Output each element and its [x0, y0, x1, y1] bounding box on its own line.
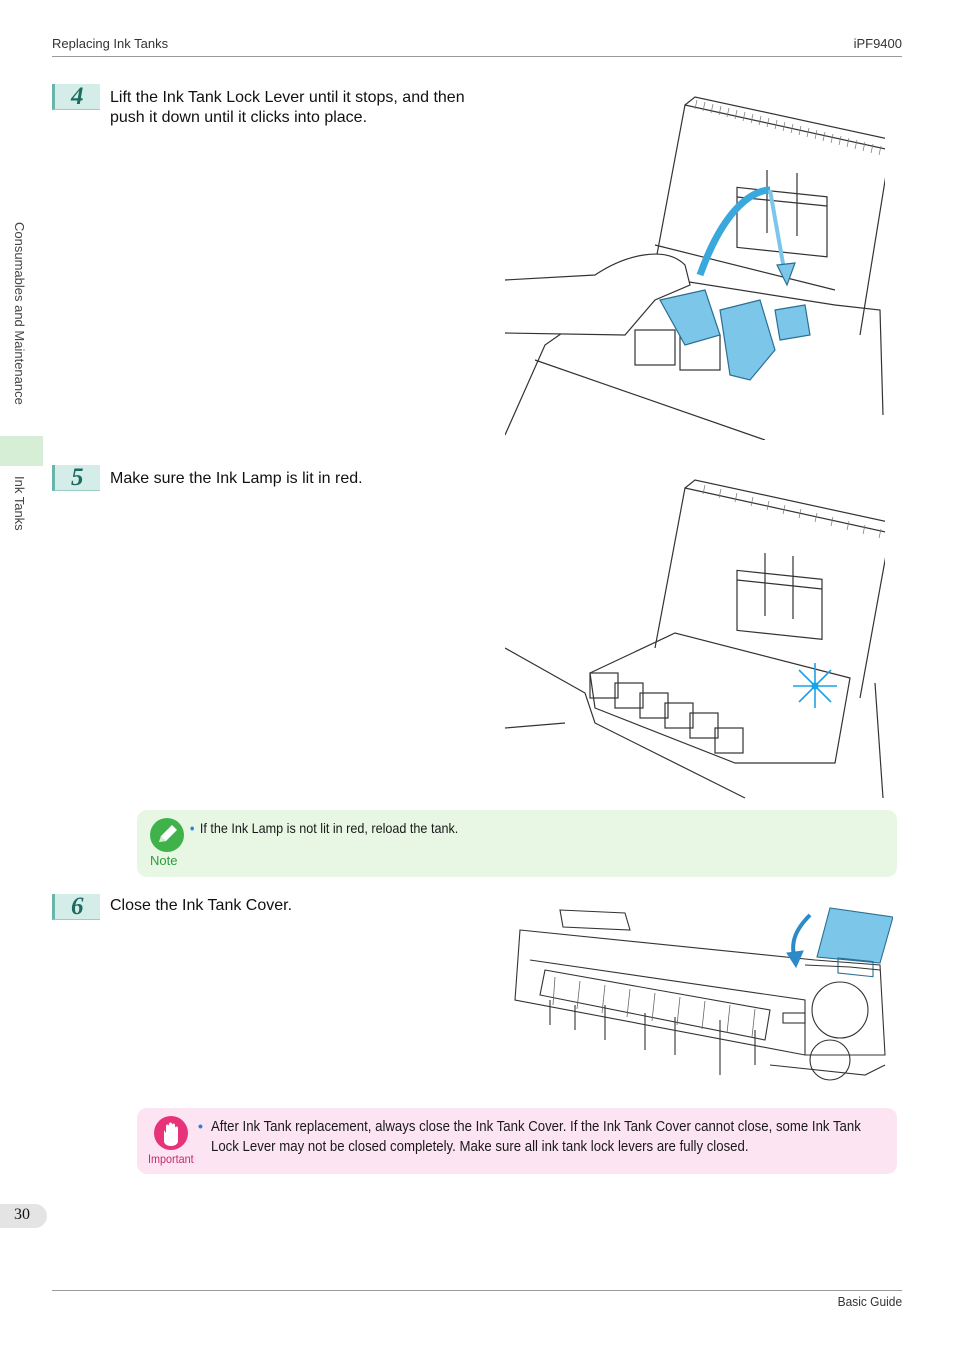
side-tab-highlight: [0, 436, 43, 466]
note-bullet: •If the Ink Lamp is not lit in red, relo…: [190, 820, 458, 836]
page-number-tab: 30: [0, 1204, 47, 1228]
header-section-title: Replacing Ink Tanks: [52, 36, 169, 51]
note-bullet-text: If the Ink Lamp is not lit in red, reloa…: [199, 820, 459, 836]
note-label: Note: [150, 853, 178, 868]
footer-guide-name: Basic Guide: [837, 1294, 902, 1309]
bullet-icon: •: [190, 820, 195, 836]
note-box: [137, 810, 897, 877]
side-tab-section[interactable]: Ink Tanks: [12, 476, 27, 531]
important-bullet-text: After Ink Tank replacement, always close…: [211, 1118, 861, 1155]
header-model: iPF9400: [853, 36, 902, 51]
hand-stop-icon: [154, 1116, 188, 1150]
step-4-number: 4: [71, 83, 84, 110]
step-4-text: Lift the Ink Tank Lock Lever until it st…: [110, 89, 465, 126]
lock-lever-illustration: [505, 96, 885, 440]
step-5-badge: 5: [52, 464, 100, 491]
ink-lamp-illustration: [505, 479, 885, 799]
side-tab-category[interactable]: Consumables and Maintenance: [12, 222, 27, 405]
important-label: Important: [148, 1152, 194, 1166]
pencil-icon: [150, 818, 184, 852]
bullet-icon: •: [198, 1118, 203, 1134]
page-number: 30: [14, 1206, 30, 1223]
step-5-text: Make sure the Ink Lamp is lit in red.: [110, 470, 363, 487]
footer-divider: [52, 1290, 902, 1291]
printer-cover-illustration: [514, 907, 893, 1081]
step-4-badge: 4: [52, 83, 100, 110]
step-6-number: 6: [71, 893, 84, 920]
step-5-number: 5: [71, 464, 84, 491]
header-divider: [52, 56, 902, 57]
important-box: [137, 1108, 897, 1174]
step-6-badge: 6: [52, 893, 100, 920]
step-6-text: Close the Ink Tank Cover.: [110, 897, 293, 914]
